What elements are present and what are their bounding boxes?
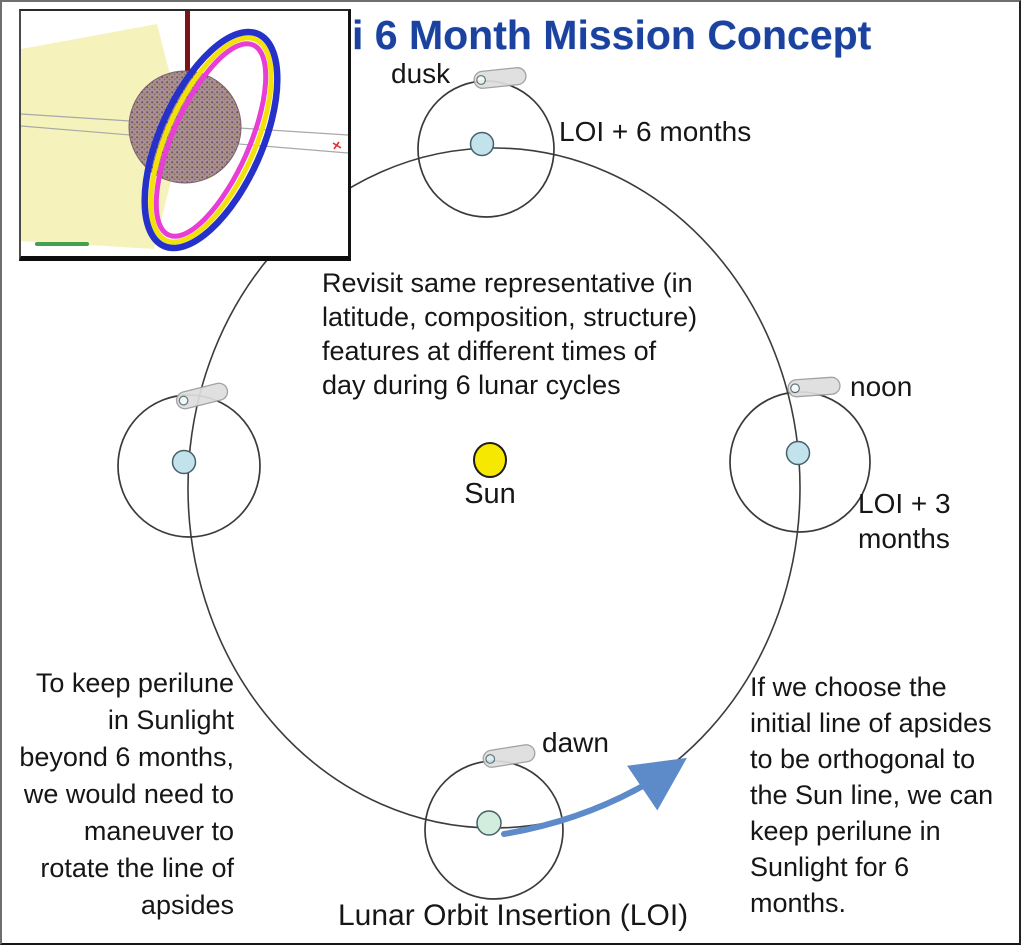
credit-bar	[35, 242, 89, 246]
left-note: To keep perilune in Sunlight beyond 6 mo…	[19, 668, 234, 920]
ring-blue	[141, 28, 281, 252]
perilune-capsule-dawn	[482, 744, 536, 768]
label-noon: noon	[850, 371, 913, 402]
label-dawn: dawn	[542, 727, 609, 758]
sun-label: Sun	[464, 478, 516, 510]
orbit-direction-arrow-icon	[501, 757, 687, 837]
moon-dot-dawn	[476, 810, 502, 836]
right-note: If we choose the initial line of apsides…	[750, 672, 994, 918]
label-lunar-orbit-insertion: Lunar Orbit Insertion (LOI)	[338, 899, 689, 932]
perilune-capsule-noon	[787, 376, 841, 398]
label-loi-plus-6-months: LOI + 6 months	[559, 116, 752, 147]
moon-dot-noon	[785, 440, 811, 466]
moon-dot-left	[171, 449, 197, 475]
ring-magenta	[153, 41, 269, 239]
label-loi-plus-3-months: LOI + 3 months	[858, 488, 951, 554]
center-note: Revisit same representative (in latitude…	[322, 268, 698, 400]
moon-dot-dusk	[469, 131, 495, 157]
sun-icon	[473, 442, 507, 478]
page-title: i 6 Month Mission Concept	[352, 12, 872, 58]
perilune-capsule-left	[175, 382, 229, 410]
pole-line	[185, 11, 190, 77]
axis-tick-icon	[332, 141, 342, 150]
orbit-rings	[141, 28, 281, 252]
perilune-capsule-dusk	[473, 67, 527, 89]
orbit-simulation-inset	[19, 9, 351, 261]
orbit-simulation-graphic	[21, 11, 348, 252]
label-dusk: dusk	[391, 58, 451, 89]
ring-yellow	[148, 35, 274, 245]
